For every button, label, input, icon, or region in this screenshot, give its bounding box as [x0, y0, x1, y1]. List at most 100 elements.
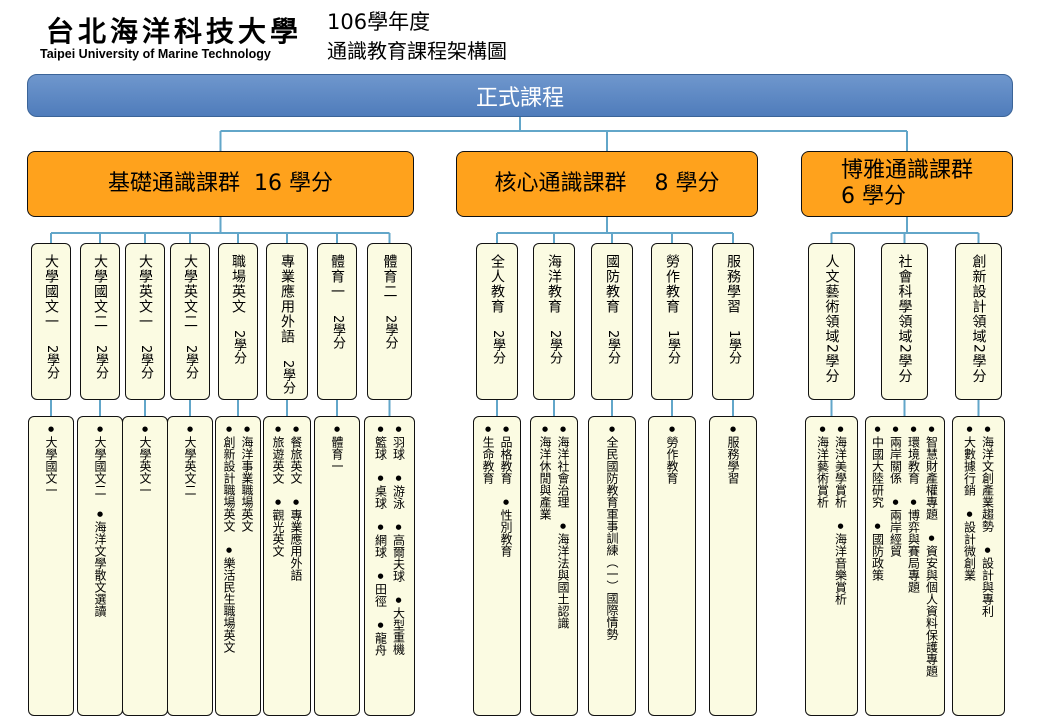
- detail-item: 海洋藝術賞析: [815, 425, 831, 508]
- detail-item: 海洋事業職場英文: [239, 425, 255, 532]
- detail-item: 服務學習: [725, 425, 741, 484]
- detail-item: 海洋文學散文選讀: [92, 510, 108, 617]
- detail-column: 生命教育: [480, 425, 496, 715]
- course-credits: 2學分: [547, 330, 562, 365]
- detail-item: 高爾夫球: [391, 523, 407, 582]
- detail-column: 大學英文二: [182, 425, 198, 715]
- detail-item: 田徑: [373, 572, 389, 607]
- detail-item: 游泳: [391, 474, 407, 509]
- detail-item: 生命教育: [480, 425, 496, 484]
- detail-item: 觀光英文: [270, 498, 286, 557]
- course-name: 勞作教育: [664, 254, 680, 314]
- detail-item: 兩岸經貿: [888, 498, 904, 557]
- course-name: 國防教育: [604, 254, 620, 314]
- root-node-formal-courses: 正式課程: [27, 74, 1013, 117]
- detail-item: 海洋休閒與產業: [537, 425, 553, 520]
- course-credits: 2學分: [138, 345, 153, 380]
- detail-item: 體育一: [329, 425, 345, 472]
- course-detail-box: 餐旅英文專業應用外語旅遊英文觀光英文: [263, 416, 311, 716]
- course-name: 創新設計領域2學分: [970, 254, 987, 384]
- detail-item: 專業應用外語: [288, 498, 304, 581]
- detail-column: 環境教育博弈與賽局專題: [906, 425, 922, 715]
- page-title: 通識教育課程架構圖: [327, 39, 507, 63]
- group-3: 博雅通識課群 6 學分: [801, 151, 1013, 217]
- detail-column: 智慧財產權專題資安與個人資料保護專題: [924, 425, 940, 715]
- course-detail-box: 大學英文二: [167, 416, 213, 716]
- detail-item: 旅遊英文: [270, 425, 286, 484]
- detail-item: 全民國防教育軍事訓練（一）國際情勢: [604, 425, 620, 640]
- detail-item: 海洋文創產業趨勢: [980, 425, 996, 532]
- detail-item: 海洋法與國土認識: [555, 522, 571, 629]
- course-name: 人文藝術領域2學分: [823, 254, 840, 384]
- course-detail-box: 大學國文一: [28, 416, 74, 716]
- detail-column: 羽球游泳高爾夫球大型重機: [391, 425, 407, 715]
- detail-column: 大學英文一: [137, 425, 153, 715]
- course-detail-box: 海洋美學賞析海洋音樂賞析海洋藝術賞析: [805, 416, 858, 716]
- detail-item: 國防政策: [870, 522, 886, 581]
- course-name: 社會科學領域2學分: [896, 254, 913, 384]
- detail-item: 海洋音樂賞析: [833, 522, 849, 605]
- course-node: 大學國文二 2學分: [80, 243, 120, 400]
- detail-item: 海洋美學賞析: [833, 425, 849, 508]
- course-credits: 2學分: [183, 345, 198, 380]
- course-credits: 1學分: [726, 330, 741, 365]
- course-detail-box: 大學英文一: [122, 416, 168, 716]
- course-detail-box: 海洋文創產業趨勢設計與專利大數據行銷設計微創業: [952, 416, 1005, 716]
- detail-column: 大學國文二海洋文學散文選讀: [92, 425, 108, 715]
- detail-item: 智慧財產權專題: [924, 425, 940, 520]
- detail-item: 大學國文二: [92, 425, 108, 496]
- course-name: 大學國文二: [92, 254, 108, 329]
- detail-item: 大數據行銷: [962, 425, 978, 496]
- detail-column: 海洋事業職場英文: [239, 425, 255, 715]
- course-name: 大學英文一: [137, 254, 153, 329]
- course-detail-box: 品格教育性別教育生命教育: [473, 416, 521, 716]
- course-node: 創新設計領域2學分: [955, 243, 1002, 400]
- detail-column: 中國大陸研究國防政策: [870, 425, 886, 715]
- detail-item: 大學國文一: [43, 425, 59, 496]
- detail-item: 環境教育: [906, 425, 922, 484]
- detail-column: 全民國防教育軍事訓練（一）國際情勢: [604, 425, 620, 715]
- course-detail-box: 海洋社會治理海洋法與國土認識海洋休閒與產業: [530, 416, 578, 716]
- detail-item: 網球: [373, 523, 389, 558]
- detail-item: 創新設計職場英文: [221, 425, 237, 532]
- detail-column: 海洋休閒與產業: [537, 425, 553, 715]
- course-detail-box: 海洋事業職場英文創新設計職場英文樂活民生職場英文: [215, 416, 261, 716]
- group-1: 基礎通識課群 16 學分: [27, 151, 414, 217]
- course-credits: 2學分: [93, 345, 108, 380]
- detail-item: 博弈與賽局專題: [906, 498, 922, 593]
- course-name: 專業應用外語: [279, 254, 295, 344]
- course-name: 職場英文: [230, 254, 246, 314]
- course-node: 職場英文 2學分: [218, 243, 258, 400]
- detail-item: 性別教育: [498, 498, 514, 557]
- detail-item: 勞作教育: [664, 425, 680, 484]
- detail-item: 龍舟: [373, 621, 389, 656]
- course-name: 大學國文一: [43, 254, 59, 329]
- course-detail-box: 大學國文二海洋文學散文選讀: [77, 416, 123, 716]
- course-name: 服務學習: [725, 254, 741, 314]
- detail-column: 旅遊英文觀光英文: [270, 425, 286, 715]
- detail-item: 海洋社會治理: [555, 425, 571, 508]
- course-credits: 2學分: [490, 330, 505, 365]
- course-credits: 2學分: [231, 330, 246, 365]
- course-name: 海洋教育: [546, 254, 562, 314]
- course-node: 專業應用外語 2學分: [266, 243, 308, 400]
- course-detail-box: 體育一: [314, 416, 360, 716]
- detail-column: 海洋社會治理海洋法與國土認識: [555, 425, 571, 715]
- course-detail-box: 勞作教育: [648, 416, 696, 716]
- detail-column: 大學國文一: [43, 425, 59, 715]
- course-name: 體育二: [381, 254, 398, 299]
- course-detail-box: 服務學習: [709, 416, 757, 716]
- course-credits: 2學分: [280, 360, 295, 395]
- detail-column: 海洋美學賞析海洋音樂賞析: [833, 425, 849, 715]
- detail-item: 兩岸關係: [888, 425, 904, 484]
- detail-column: 海洋藝術賞析: [815, 425, 831, 715]
- detail-column: 海洋文創產業趨勢設計與專利: [980, 425, 996, 715]
- course-credits: 2學分: [330, 315, 345, 350]
